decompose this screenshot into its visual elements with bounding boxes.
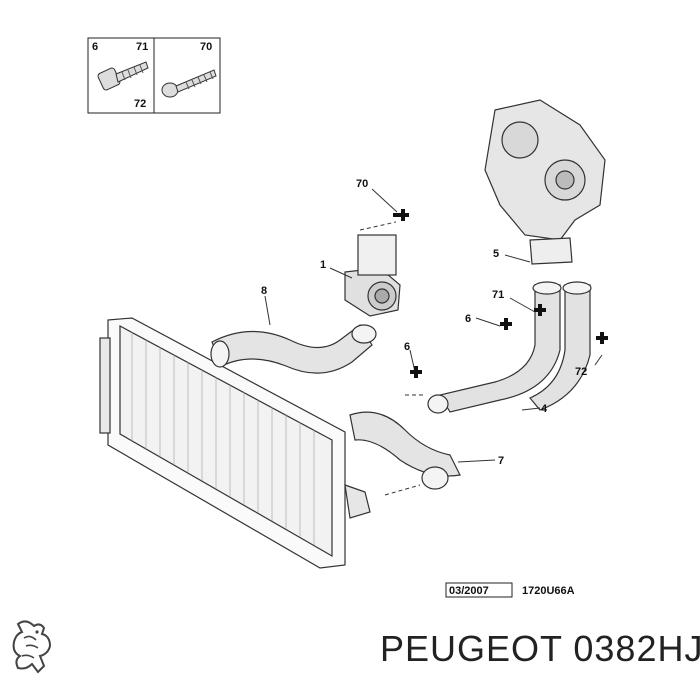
stamp-date: 03/2007 (449, 585, 489, 597)
hose-8 (210, 324, 377, 374)
callout-4: 4 (541, 403, 548, 415)
plus-marker-72 (596, 332, 608, 344)
plus-marker-71 (534, 304, 546, 316)
callout-5: 5 (493, 248, 499, 260)
legend-label-70: 70 (200, 41, 212, 53)
callout-7: 7 (498, 455, 504, 467)
callout-6a: 6 (465, 313, 471, 325)
peugeot-lion-icon (12, 620, 52, 674)
reference-stamp: 03/2007 1720U66A (445, 582, 575, 598)
callout-71: 71 (492, 289, 504, 301)
hose-7 (349, 411, 461, 490)
callout-8: 8 (261, 285, 267, 297)
legend-label-6: 6 (92, 41, 98, 53)
legend-label-71: 71 (136, 41, 148, 53)
footer-title: PEUGEOT 0382HJ (380, 628, 700, 669)
fastener-legend: 6 71 72 70 (87, 37, 221, 114)
long-bolt-icon (161, 69, 217, 98)
leader-lines (264, 188, 603, 496)
valve-1 (344, 234, 401, 317)
plus-marker-6a (500, 318, 512, 330)
callout-6b: 6 (404, 341, 410, 353)
callout-1: 1 (320, 259, 326, 271)
plus-marker-6b (410, 366, 422, 378)
stamp-ref: 1720U66A (522, 585, 575, 597)
plus-marker-70 (393, 209, 409, 221)
turbocharger (484, 99, 606, 265)
intercooler (99, 317, 371, 569)
callout-70: 70 (356, 178, 368, 190)
callout-72: 72 (575, 366, 587, 378)
flange-bolt-icon (97, 61, 149, 91)
legend-label-72: 72 (134, 98, 146, 110)
fastener-markers (393, 209, 608, 378)
pipe-4 (427, 281, 592, 414)
